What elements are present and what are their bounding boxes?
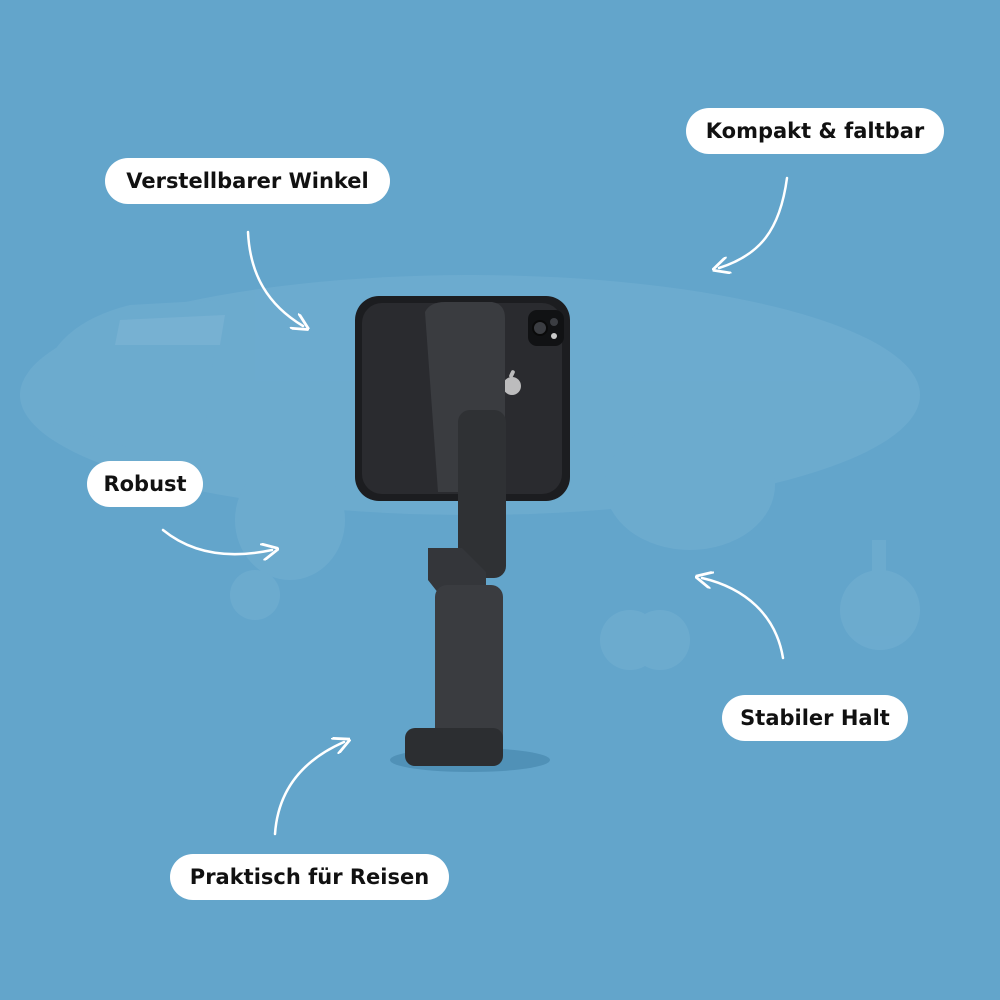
airplane-wheel-2 [600,610,660,670]
arrow-adjustable-angle [246,230,303,326]
airplane-cockpit-window [115,315,225,345]
arrow-robust [161,528,272,554]
holder-upper-arm [458,410,506,578]
camera-lens-1 [532,320,548,336]
airplane-wheel-1 [230,570,280,620]
airplane-nose [39,300,220,470]
camera-lens-2 [550,318,558,326]
airplane-engine-right [605,420,775,550]
label-stable-hold: Stabiler Halt [722,695,908,741]
label-robust: Robust [87,461,203,507]
arrow-travel [273,742,344,836]
phone-holder-product [355,296,570,772]
apple-logo-icon [503,370,521,395]
label-adjustable-angle: Verstellbarer Winkel [105,158,390,204]
airplane-wheel-3 [630,610,690,670]
arrows [161,176,789,836]
label-compact-foldable: Kompakt & faltbar [686,108,944,154]
holder-lower-arm [435,585,503,763]
airplane-engine-left [235,460,345,580]
label-travel-practical: Praktisch für Reisen [170,854,449,900]
holder-lower-clip [405,728,503,766]
camera-flash [551,333,557,339]
airplane-gear-strut [872,540,886,610]
arrow-compact-foldable [719,176,789,268]
arrow-stable-hold [702,578,785,660]
airplane-wheel-4 [840,570,920,650]
